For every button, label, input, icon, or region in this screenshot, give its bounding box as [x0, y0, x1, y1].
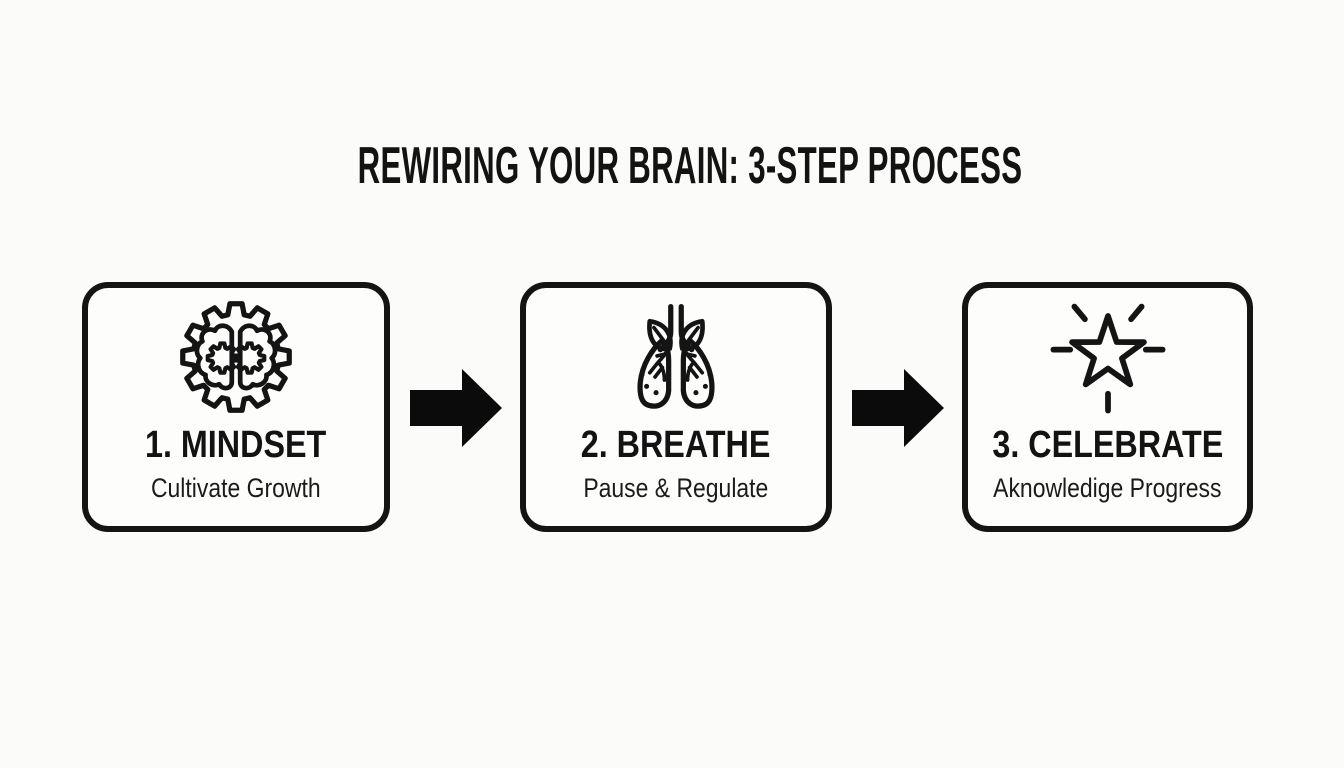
step-card-breathe: 2. BREATHE Pause & Regulate [520, 282, 832, 532]
arrow-right-icon [852, 369, 944, 447]
step-label: 3. CELEBRATE [992, 424, 1223, 466]
arrow-right-icon [410, 369, 502, 447]
step-label: 1. MINDSET [145, 424, 327, 466]
step-card-celebrate: 3. CELEBRATE Aknowledige Progress [962, 282, 1253, 532]
page-title: REWIRING YOUR BRAIN: 3-STEP PROCESS [357, 137, 1023, 195]
step-sublabel: Aknowledige Progress [993, 472, 1222, 503]
step-sublabel: Pause & Regulate [583, 472, 769, 503]
step-sublabel: Cultivate Growth [151, 472, 321, 503]
step-label: 2. BREATHE [581, 424, 771, 466]
lungs-icon [613, 294, 739, 420]
brain-gear-icon [173, 294, 299, 420]
step-card-mindset: 1. MINDSET Cultivate Growth [82, 282, 390, 532]
star-burst-icon [1045, 294, 1171, 420]
